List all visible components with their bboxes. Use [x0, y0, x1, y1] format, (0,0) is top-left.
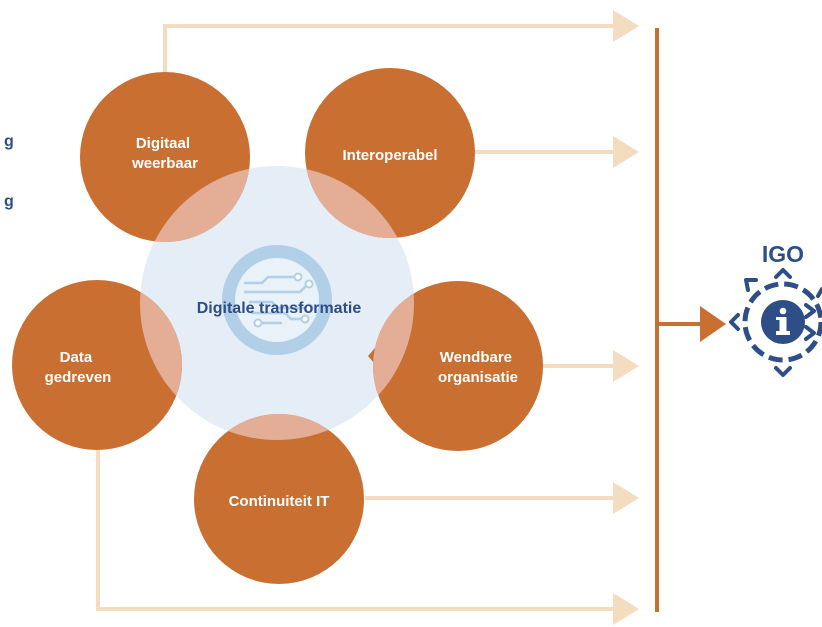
connector-lines	[96, 10, 639, 625]
arrow-head	[613, 136, 639, 168]
center-label: Digitale transformatie	[197, 300, 362, 317]
collector-arrow-head	[700, 306, 726, 342]
info-gear-icon	[729, 268, 822, 377]
info-stem	[779, 317, 787, 333]
gear-ring	[742, 281, 822, 363]
igo-label: IGO	[762, 241, 804, 267]
arrow-head	[613, 350, 639, 382]
petal-pointer	[266, 450, 294, 468]
petal-data-gedreven	[12, 280, 182, 450]
arrow-head	[613, 593, 639, 625]
circuit-icon	[222, 245, 332, 355]
arrow-head	[613, 10, 639, 42]
petal-label-line: Interoperabel	[342, 147, 437, 164]
petal-label-data-gedreven: Data gedreven	[45, 349, 112, 386]
connector-digitaal-weerbaar	[163, 24, 615, 85]
petal-continuiteit-it	[194, 414, 364, 584]
info-dot	[779, 307, 787, 315]
overlap-digitaal-weerbaar	[140, 166, 250, 242]
edge-text-fragment-2: g	[4, 193, 14, 210]
arrow-head	[613, 482, 639, 514]
circuit-traces	[243, 275, 308, 325]
overlaps	[140, 166, 414, 440]
edge-text-fragment-1: g	[4, 133, 14, 150]
collector	[655, 28, 726, 612]
petal-wendbare-organisatie	[373, 281, 543, 451]
petal-label-interoperabel: Interoperabel	[342, 147, 437, 164]
petal-label-continuiteit-it: Continuiteit IT	[229, 493, 330, 510]
petal-label-line: Digitaal	[136, 135, 190, 152]
petal-label-line: Data	[60, 349, 93, 366]
connector-data-gedreven	[96, 438, 615, 611]
petal-label-digitaal-weerbaar: Digitaal weerbaar	[131, 135, 198, 172]
overlap-interoperabel	[305, 166, 414, 238]
petal-label-line: organisatie	[438, 369, 518, 386]
petal-label-wendbare-organisatie: Wendbare organisatie	[438, 349, 518, 386]
petal-label-line: Wendbare	[440, 349, 512, 366]
petal-label-line: Continuiteit IT	[229, 493, 330, 510]
info-cap	[776, 317, 781, 320]
circuit-nodes	[253, 272, 314, 328]
petal-label-line: gedreven	[45, 369, 112, 386]
info-base	[776, 331, 790, 335]
petal-label-line: weerbaar	[131, 155, 198, 172]
gear-arrows	[729, 268, 822, 377]
